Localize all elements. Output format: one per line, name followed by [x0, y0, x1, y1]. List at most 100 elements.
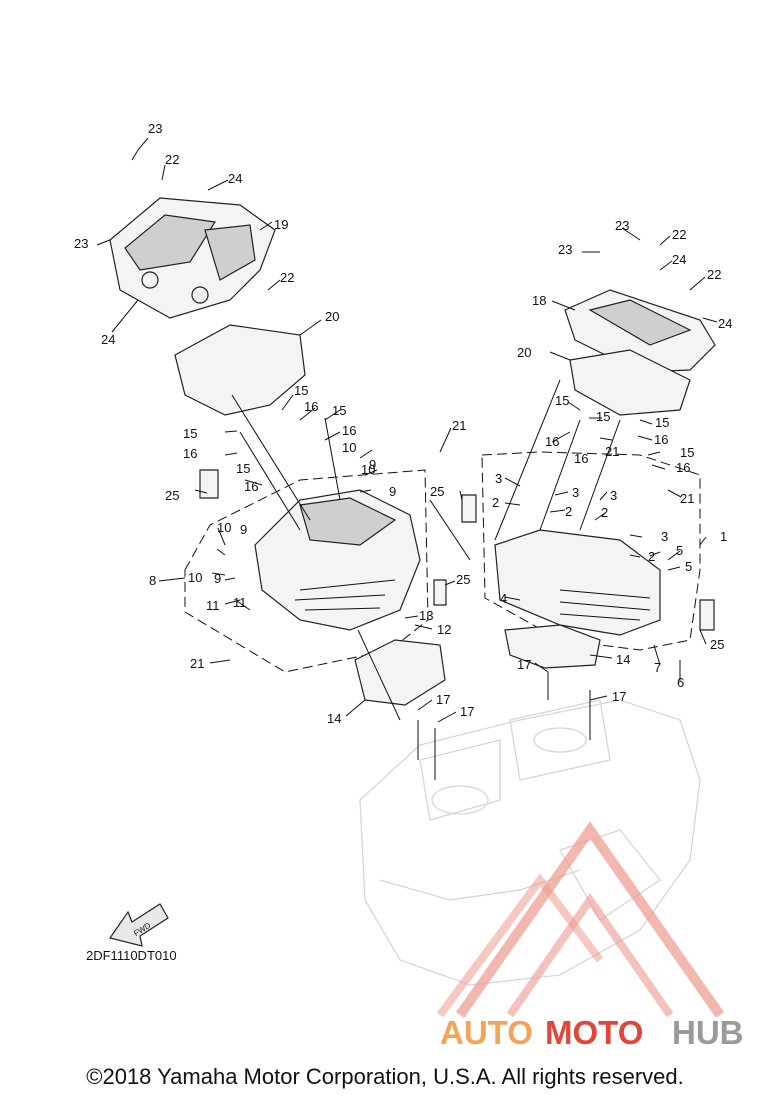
callout-4: 4 — [500, 591, 507, 606]
callout-15: 15 — [294, 383, 308, 398]
callout-20: 20 — [325, 309, 339, 324]
callout-5: 5 — [676, 543, 683, 558]
callout-15: 15 — [655, 415, 669, 430]
callout-6: 6 — [677, 675, 684, 690]
callout-25: 25 — [710, 637, 724, 652]
callout-16: 16 — [545, 434, 559, 449]
callout-22: 22 — [672, 227, 686, 242]
callout-25: 25 — [456, 572, 470, 587]
spark-plug-right — [461, 494, 477, 523]
callout-17: 17 — [460, 704, 474, 719]
spark-plug-left — [199, 469, 219, 499]
callout-16: 16 — [304, 399, 318, 414]
leader-lines — [96, 137, 718, 723]
right-cylinder-head — [494, 529, 661, 636]
callout-22: 22 — [165, 152, 179, 167]
callout-23: 23 — [74, 236, 88, 251]
callout-16: 16 — [244, 479, 258, 494]
callout-16: 16 — [574, 451, 588, 466]
diagram-code: 2DF1110DT010 — [86, 948, 177, 963]
callout-24: 24 — [718, 316, 732, 331]
callout-16: 16 — [183, 446, 197, 461]
callout-16: 16 — [654, 432, 668, 447]
callout-2: 2 — [492, 495, 499, 510]
callout-2: 2 — [565, 504, 572, 519]
callout-11: 11 — [233, 595, 247, 610]
callout-15: 15 — [332, 403, 346, 418]
studs — [417, 672, 591, 780]
watermark-logo — [436, 821, 725, 1018]
callout-19: 19 — [274, 217, 288, 232]
callout-10: 10 — [217, 520, 231, 535]
left-head-gasket — [354, 639, 446, 706]
callout-16: 16 — [676, 460, 690, 475]
callout-24: 24 — [101, 332, 115, 347]
callout-21: 21 — [452, 418, 466, 433]
spark-plug-left-lower — [433, 579, 447, 606]
callout-22: 22 — [280, 270, 294, 285]
callout-2: 2 — [648, 549, 655, 564]
watermark-text: AUTO MOTO HUB — [440, 1014, 744, 1051]
callout-labels: 23 22 24 23 19 22 24 20 15 16 15 15 16 1… — [74, 121, 732, 726]
left-head-group-outline — [184, 469, 429, 673]
callout-22: 22 — [707, 267, 721, 282]
callout-3: 3 — [661, 529, 668, 544]
copyright-notice: ©2018 Yamaha Motor Corporation, U.S.A. A… — [86, 1064, 684, 1089]
watermark-hub: HUB — [672, 1014, 744, 1051]
callout-14: 14 — [327, 711, 341, 726]
callout-20: 20 — [517, 345, 531, 360]
callout-10: 10 — [188, 570, 202, 585]
callout-3: 3 — [495, 471, 502, 486]
callout-24: 24 — [672, 252, 686, 267]
fwd-arrow-icon: FWD — [109, 903, 169, 947]
callout-24: 24 — [228, 171, 242, 186]
callout-21: 21 — [680, 491, 694, 506]
callout-5: 5 — [685, 559, 692, 574]
left-head-cover-gasket — [174, 324, 306, 416]
right-head-group-outline — [481, 451, 701, 651]
callout-9: 9 — [369, 457, 376, 472]
callout-23: 23 — [615, 218, 629, 233]
callout-10: 10 — [342, 440, 356, 455]
callout-15: 15 — [183, 426, 197, 441]
callout-9: 9 — [240, 522, 247, 537]
callout-15: 15 — [236, 461, 250, 476]
callout-23: 23 — [148, 121, 162, 136]
callout-16: 16 — [342, 423, 356, 438]
callout-3: 3 — [572, 485, 579, 500]
left-cylinder-head — [254, 489, 421, 631]
spark-plug-right-lower — [699, 599, 715, 631]
watermark-moto: MOTO — [545, 1014, 643, 1051]
callout-10: 10 — [361, 462, 375, 477]
callout-23: 23 — [558, 242, 572, 257]
callout-3: 3 — [610, 488, 617, 503]
callout-9: 9 — [389, 484, 396, 499]
callout-17: 17 — [612, 689, 626, 704]
left-head-cover — [109, 197, 276, 319]
right-head-gasket — [504, 624, 601, 669]
watermark-auto: AUTO — [440, 1014, 533, 1051]
engine-block-ghost — [359, 699, 701, 986]
callout-21: 21 — [190, 656, 204, 671]
callout-2: 2 — [601, 505, 608, 520]
callout-25: 25 — [430, 484, 444, 499]
callout-11: 11 — [206, 598, 220, 613]
callout-1: 1 — [720, 529, 727, 544]
callout-15: 15 — [555, 393, 569, 408]
right-head-cover — [564, 289, 716, 373]
callout-15: 15 — [596, 409, 610, 424]
callout-25: 25 — [165, 488, 179, 503]
callout-17: 17 — [436, 692, 450, 707]
callout-7: 7 — [654, 660, 661, 675]
callout-15: 15 — [680, 445, 694, 460]
callout-14: 14 — [616, 652, 630, 667]
callout-21: 21 — [605, 444, 619, 459]
callout-13: 13 — [419, 608, 433, 623]
callout-18: 18 — [532, 293, 546, 308]
right-head-cover-gasket — [569, 349, 691, 416]
callout-9: 9 — [214, 571, 221, 586]
callout-12: 12 — [437, 622, 451, 637]
callout-8: 8 — [149, 573, 156, 588]
callout-17: 17 — [517, 657, 531, 672]
